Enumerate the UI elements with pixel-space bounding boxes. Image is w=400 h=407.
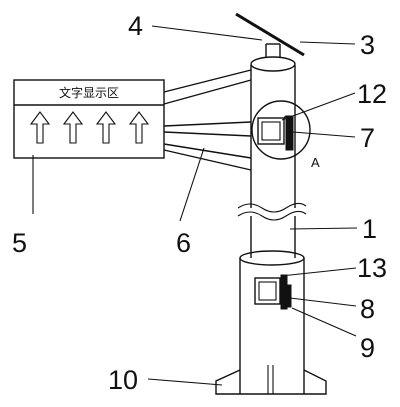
solar-panel [235, 12, 305, 57]
label-10: 10 [108, 365, 138, 395]
display-panel: 文字显示区 [13, 79, 165, 159]
label-8: 8 [360, 294, 375, 324]
label-9: 9 [360, 333, 375, 363]
up-arrow-icon [128, 111, 150, 144]
label-13: 13 [357, 253, 387, 283]
leader-lines [32, 25, 358, 386]
panel-display-text: 文字显示区 [59, 85, 119, 100]
arrow-icon-row [29, 111, 150, 144]
label-3: 3 [360, 30, 375, 60]
lower-box [254, 274, 292, 310]
support-rods [163, 69, 252, 171]
detail-circle-a [251, 100, 311, 160]
lower-pole [239, 250, 305, 395]
up-arrow-icon [95, 111, 117, 144]
reference-labels: 4 3 12 7 A 5 6 1 13 8 9 10 [12, 11, 387, 395]
upper-box [257, 115, 294, 151]
top-bracket [265, 43, 281, 57]
label-detail-a: A [311, 155, 320, 170]
base-fins [215, 369, 327, 395]
label-5: 5 [12, 228, 27, 258]
label-7: 7 [360, 123, 375, 153]
label-12: 12 [357, 79, 387, 109]
upper-pole [250, 56, 296, 208]
pole-continuation [250, 216, 296, 258]
label-1: 1 [362, 214, 377, 244]
up-arrow-icon [29, 111, 51, 144]
label-6: 6 [176, 228, 191, 258]
label-4: 4 [128, 11, 143, 41]
up-arrow-icon [62, 111, 84, 144]
break-marks [237, 202, 307, 221]
